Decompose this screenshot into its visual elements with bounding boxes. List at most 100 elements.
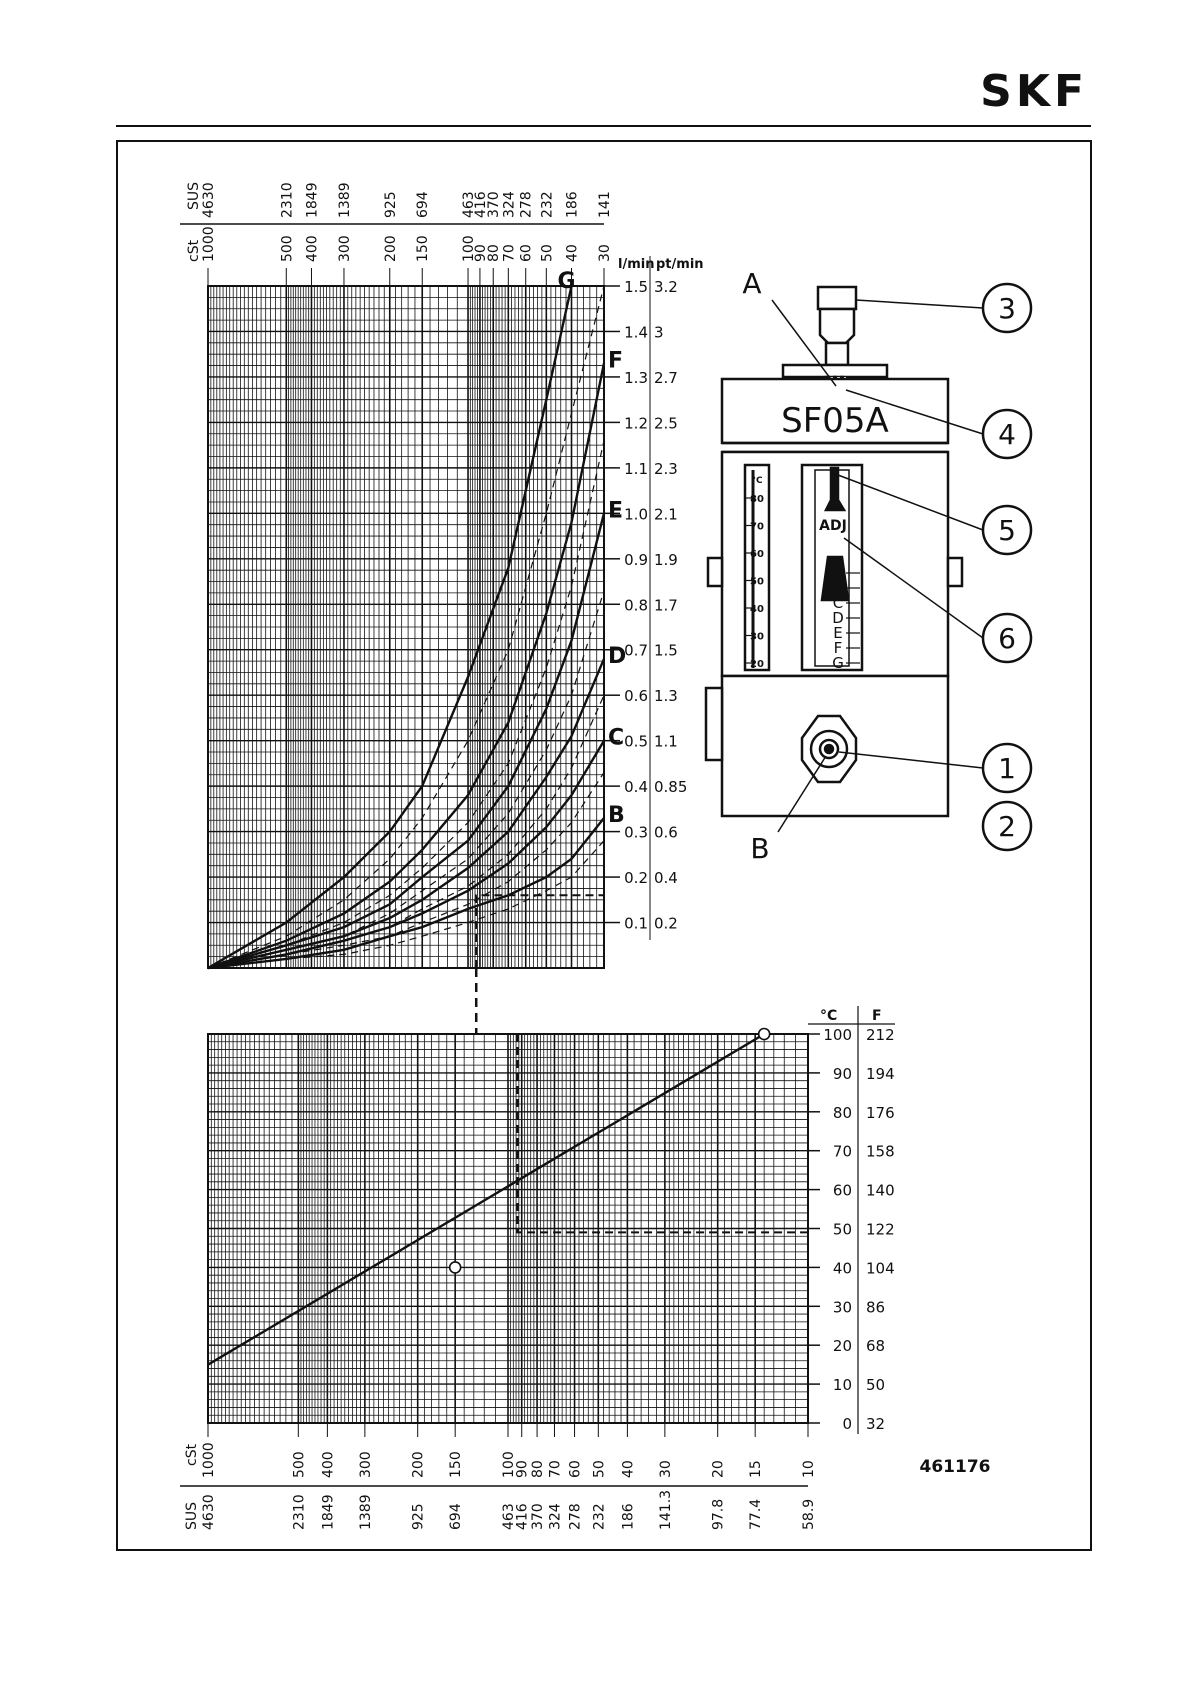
y-tick-f: 158 (866, 1143, 895, 1161)
x-tick-cst: 1000 (201, 1442, 217, 1478)
y-tick-f: 212 (866, 1026, 895, 1044)
callout-a: A (742, 267, 761, 300)
curve-label-E: E (608, 498, 623, 523)
svg-text:SKF: SKF (980, 66, 1088, 117)
x-tick-cst: 30 (658, 1460, 674, 1478)
y-tick-ptmin: 0.2 (654, 915, 678, 933)
flow-rate-chart: 1000463050023104001849300138920092515069… (180, 182, 704, 970)
y-tick-lmin: 0.8 (624, 596, 648, 614)
y-tick-f: 32 (866, 1415, 885, 1433)
leader-a (771, 299, 837, 387)
y-tick-f: 50 (866, 1376, 885, 1394)
x-tick-sus: 463 (461, 191, 477, 218)
setting-letter: E (833, 624, 842, 642)
x-tick-sus: 4630 (201, 182, 217, 218)
thermometer-tick-label: 40 (750, 604, 764, 615)
y-axis-label-lmin: l/min (618, 257, 654, 272)
y-tick-lmin: 1.1 (624, 460, 648, 478)
x-tick-sus: 324 (547, 1503, 563, 1530)
y-tick-lmin: 0.5 (624, 733, 648, 751)
x-tick-sus: 694 (415, 191, 431, 218)
example-reading-line (516, 1034, 808, 1234)
x-axis-label-cst: cSt (184, 1443, 200, 1466)
y-tick-lmin: 0.6 (624, 687, 648, 705)
x-tick-cst: 1000 (201, 226, 217, 262)
reference-point (757, 1027, 771, 1041)
y-tick-c: 90 (833, 1065, 852, 1083)
x-tick-sus: 2310 (291, 1494, 307, 1530)
thermometer-tick-label: 20 (750, 659, 764, 670)
y-axis-label-ptmin: pt/min (656, 257, 704, 272)
setting-letter: F (834, 639, 843, 657)
y-tick-c: 0 (842, 1415, 852, 1433)
setting-letter: C (833, 594, 843, 612)
curve-D (207, 658, 606, 970)
reference-curve (207, 590, 605, 969)
reference-point (448, 1261, 462, 1274)
y-tick-f: 68 (866, 1337, 885, 1355)
thermometer-tick-label: 50 (750, 577, 764, 588)
y-tick-ptmin: 1.1 (654, 733, 678, 751)
y-tick-ptmin: 2.7 (654, 369, 678, 387)
x-tick-cst: 150 (415, 235, 431, 262)
curve-E (207, 513, 606, 970)
x-tick-cst: 90 (473, 244, 489, 262)
y-tick-lmin: 1.2 (624, 414, 648, 432)
fitting-base (781, 363, 889, 379)
x-tick-sus: 4630 (201, 1494, 217, 1530)
y-tick-f: 122 (866, 1221, 895, 1239)
y-tick-lmin: 0.2 (624, 869, 648, 887)
x-tick-cst: 150 (448, 1451, 464, 1478)
y-tick-ptmin: 1.3 (654, 687, 678, 705)
y-tick-ptmin: 0.4 (654, 869, 678, 887)
x-tick-cst: 80 (530, 1460, 546, 1478)
curve-label-D: D (608, 644, 626, 669)
model-label: SF05A (781, 401, 889, 441)
leader-1 (838, 751, 984, 769)
x-tick-sus: 97.8 (711, 1499, 727, 1530)
x-tick-sus: 1389 (358, 1494, 374, 1530)
x-tick-cst: 100 (461, 235, 477, 262)
x-tick-cst: 50 (591, 1460, 607, 1478)
y-tick-f: 104 (866, 1259, 895, 1277)
callout-circle-3 (981, 282, 1033, 334)
callout-2: 2 (998, 810, 1016, 843)
y-tick-ptmin: 3 (654, 323, 664, 341)
x-tick-sus: 58.9 (801, 1499, 817, 1530)
y-tick-ptmin: 2.3 (654, 460, 678, 478)
x-tick-cst: 300 (358, 1451, 374, 1478)
callout-circle-5 (981, 504, 1033, 556)
y-tick-ptmin: 0.6 (654, 824, 678, 842)
x-tick-cst: 30 (597, 244, 613, 262)
sf05a-device-drawing (704, 282, 1033, 852)
y-tick-ptmin: 1.7 (654, 596, 678, 614)
x-tick-cst: 15 (748, 1460, 764, 1478)
side-bolt-left (706, 556, 724, 588)
drawing-number: 461176 (920, 1457, 991, 1477)
x-tick-sus: 77.4 (748, 1499, 764, 1530)
drawing-frame (116, 140, 1092, 1551)
x-tick-sus: 1849 (320, 1494, 336, 1530)
float-cone (820, 555, 850, 602)
y-tick-f: 194 (866, 1065, 895, 1083)
y-tick-f: 140 (866, 1182, 895, 1200)
curve-label-C: C (608, 726, 624, 751)
side-bolt-right (946, 556, 964, 588)
y-tick-ptmin: 0.85 (654, 778, 687, 796)
setting-letter: B (833, 579, 843, 597)
thermometer-tick-label: 80 (750, 494, 764, 505)
thermometer-tick-label: 30 (750, 632, 764, 643)
y-tick-f: 86 (866, 1298, 885, 1316)
y-tick-c: 40 (833, 1259, 852, 1277)
x-tick-cst: 70 (501, 244, 517, 262)
x-tick-sus: 370 (486, 191, 502, 218)
leader-3 (855, 299, 984, 309)
x-tick-cst: 40 (565, 244, 581, 262)
callout-1: 1 (998, 752, 1016, 785)
x-tick-sus: 370 (530, 1503, 546, 1530)
y-tick-lmin: 1.4 (624, 323, 648, 341)
x-tick-cst: 70 (547, 1460, 563, 1478)
x-tick-cst: 60 (519, 244, 535, 262)
y-tick-c: 70 (833, 1143, 852, 1161)
